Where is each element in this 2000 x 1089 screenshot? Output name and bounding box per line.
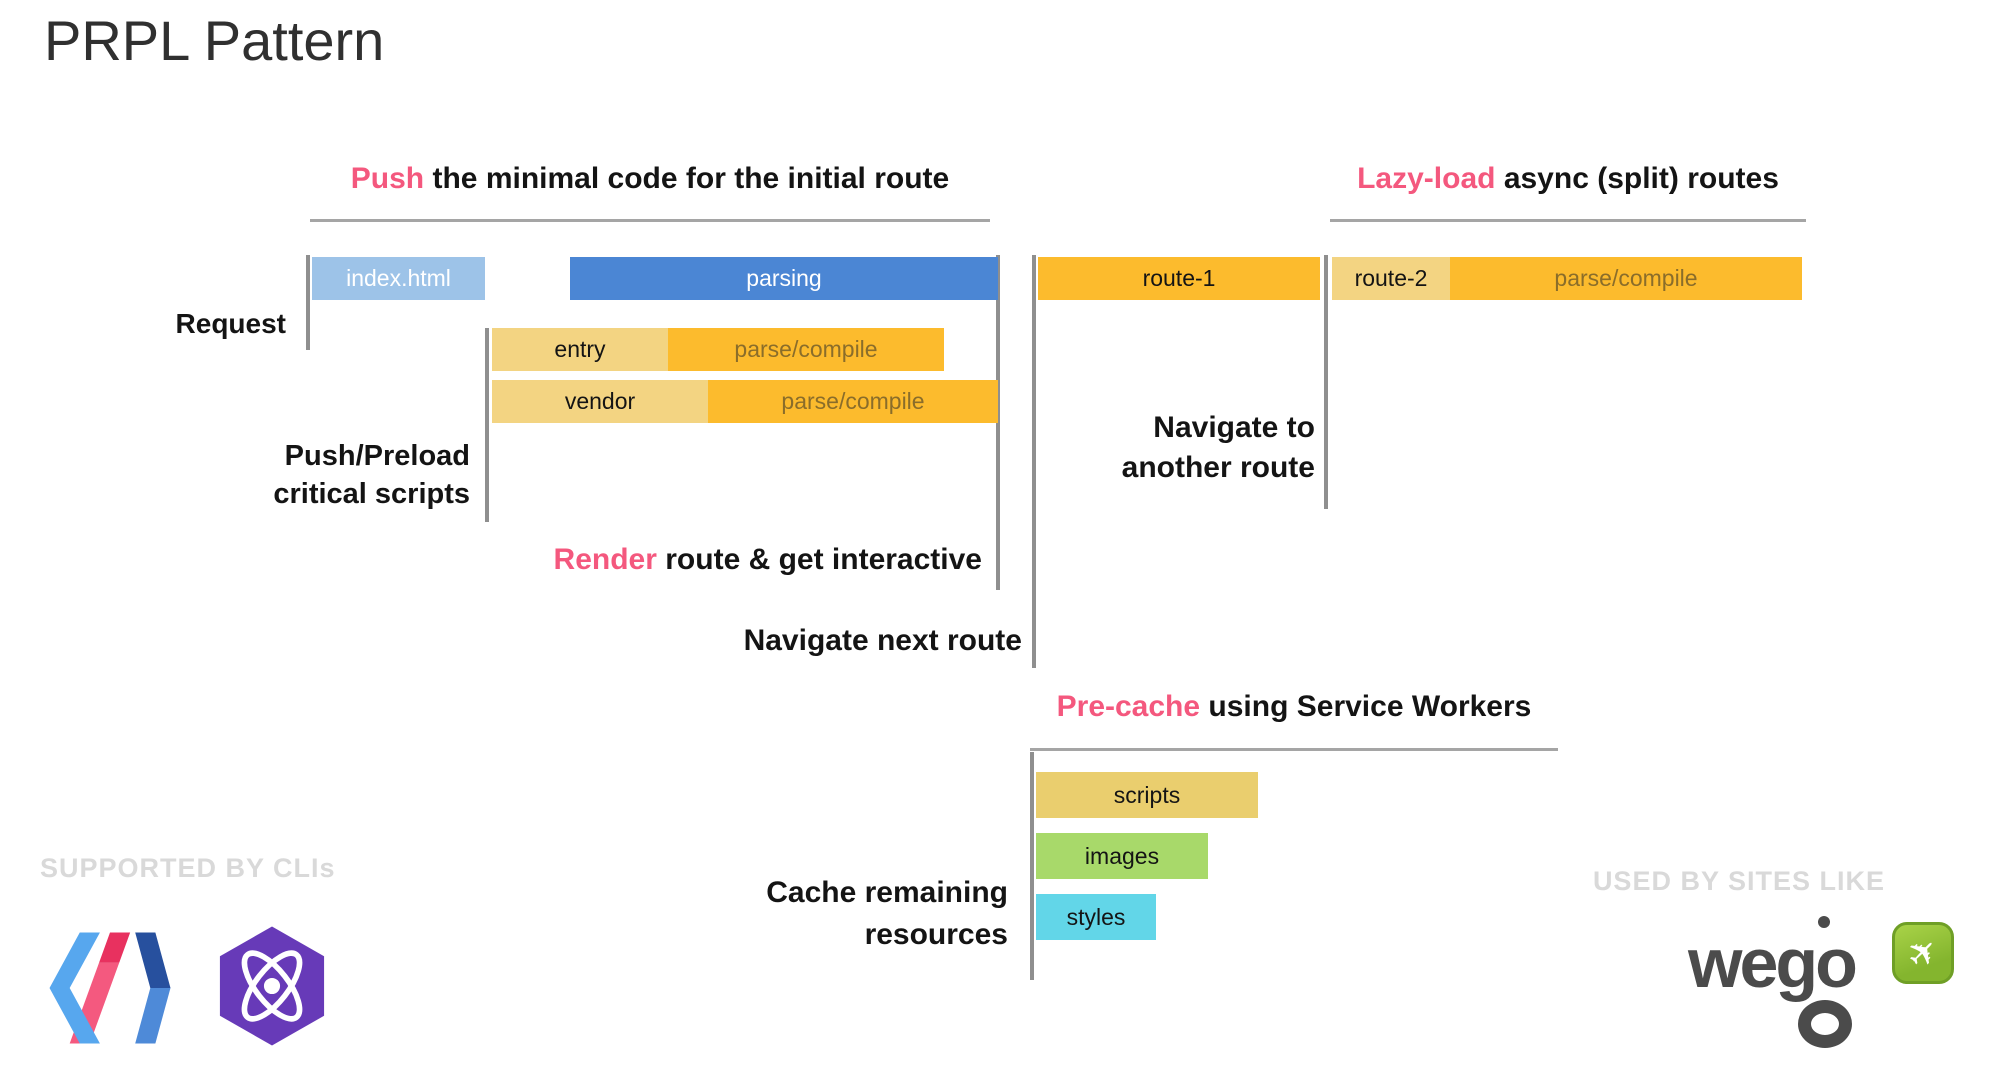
bar-scripts-label: scripts	[1113, 781, 1181, 808]
bar-route-1-label: route-1	[1142, 265, 1216, 291]
push-preload-label-line2: critical scripts	[273, 478, 470, 510]
precache-heading-rest: using Service Workers	[1208, 690, 1532, 723]
wego-g-bowl	[1798, 1000, 1852, 1048]
navigate-next-marker-line	[1032, 255, 1036, 668]
bar-entry-label: entry	[554, 336, 606, 362]
airplane-badge: ✈	[1892, 922, 1954, 984]
push-heading-underline	[310, 219, 990, 222]
push-heading-rest: the minimal code for the initial route	[432, 162, 950, 195]
used-by-sites-label: USED BY SITES LIKE	[1592, 866, 1885, 896]
request-marker-line	[306, 255, 310, 350]
bar-scripts: scripts	[1036, 772, 1258, 818]
bar-entry: entry	[492, 328, 668, 371]
bar-index-html: index.html	[312, 257, 485, 300]
bar-styles-label: styles	[1066, 903, 1126, 930]
polymer-logo	[45, 925, 175, 1051]
push-heading-highlight: Push	[350, 162, 425, 195]
bar-vendor-parse-compile-label: parse/compile	[781, 388, 925, 414]
precache-heading-highlight: Pre-cache	[1056, 690, 1201, 723]
bar-parsing: parsing	[570, 257, 998, 300]
bar-images-label: images	[1084, 842, 1160, 869]
render-label-highlight: Render	[553, 543, 657, 576]
bar-parsing-label: parsing	[746, 265, 822, 291]
bar-styles: styles	[1036, 894, 1156, 940]
push-heading: Push the minimal code for the initial ro…	[310, 162, 990, 196]
navigate-another-label-line2: another route	[1121, 451, 1315, 484]
precache-heading-underline	[1030, 748, 1558, 751]
render-marker-line	[996, 255, 1000, 590]
lazy-load-heading-highlight: Lazy-load	[1357, 162, 1496, 195]
render-label-rest: route & get interactive	[665, 543, 982, 576]
bar-entry-parse-compile-label: parse/compile	[734, 336, 878, 362]
bar-route-2: route-2	[1332, 257, 1450, 300]
bar-vendor-label: vendor	[564, 388, 636, 414]
request-label: Request	[175, 308, 286, 339]
lazy-load-heading-underline	[1330, 219, 1806, 222]
precache-heading: Pre-cache using Service Workers	[1030, 690, 1558, 724]
wego-wordmark: wego	[1688, 924, 1858, 1002]
bar-route-1: route-1	[1038, 257, 1320, 300]
bar-route-2-parse-compile: parse/compile	[1450, 257, 1802, 300]
push-preload-label: Push/Preload critical scripts	[150, 437, 470, 513]
navigate-next-label: Navigate next route	[743, 624, 1022, 657]
supported-by-clis-label: SUPPORTED BY CLIs	[40, 853, 336, 883]
bar-route-2-label: route-2	[1354, 265, 1428, 291]
push-preload-marker-line	[485, 328, 489, 522]
airplane-icon: ✈	[1897, 927, 1948, 978]
atom-icon	[219, 926, 325, 1046]
bar-route-2-parse-compile-label: parse/compile	[1554, 265, 1698, 291]
navigate-another-marker-line	[1324, 255, 1328, 509]
push-preload-label-line1: Push/Preload	[284, 440, 470, 472]
bar-entry-parse-compile: parse/compile	[668, 328, 944, 371]
wego-g-dot	[1818, 916, 1830, 928]
polymer-brackets-icon	[49, 932, 171, 1044]
cache-remaining-label-line1: Cache remaining	[766, 876, 1008, 909]
bar-vendor-parse-compile: parse/compile	[708, 380, 998, 423]
precache-marker-line	[1030, 752, 1034, 980]
preact-logo	[210, 916, 334, 1056]
bar-images: images	[1036, 833, 1208, 879]
lazy-load-heading: Lazy-load async (split) routes	[1330, 162, 1806, 196]
render-label: Render route & get interactive	[500, 543, 982, 577]
navigate-another-label-line1: Navigate to	[1153, 411, 1315, 444]
cache-remaining-label: Cache remaining resources	[740, 872, 1008, 956]
bar-vendor: vendor	[492, 380, 708, 423]
page-title: PRPL Pattern	[44, 9, 385, 72]
navigate-another-label: Navigate to another route	[1080, 408, 1315, 488]
lazy-load-heading-rest: async (split) routes	[1503, 162, 1779, 195]
bar-index-html-label: index.html	[346, 265, 451, 291]
cache-remaining-label-line2: resources	[864, 918, 1008, 951]
